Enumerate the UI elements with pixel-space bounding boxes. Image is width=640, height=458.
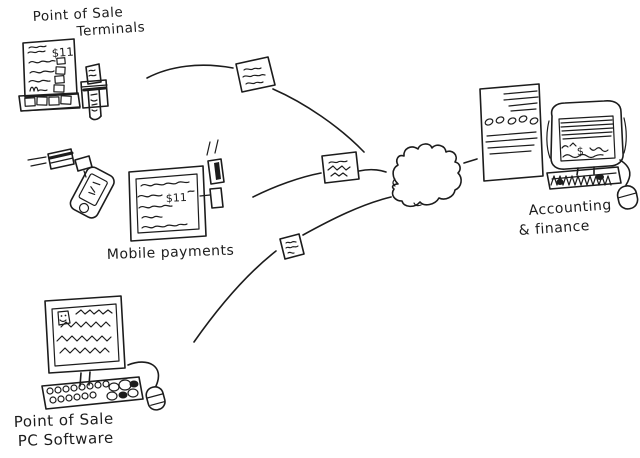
accounting-label-line1: Accounting — [528, 197, 612, 219]
card-swipe-motion-lines — [27, 156, 47, 167]
connection-cloud-to-server — [463, 158, 478, 164]
pc-mouse-icon — [127, 361, 166, 411]
pos-terminals-node: Point of Sale Terminals $11 — [18, 4, 146, 121]
crt-monitor-icon — [546, 100, 627, 176]
smartphone-icon — [69, 166, 115, 219]
receipt-printer-icon — [80, 63, 109, 121]
connection-terminals-to-cloud — [146, 64, 365, 153]
accounting-keyboard-icon — [546, 166, 622, 190]
cloud-icon — [391, 143, 462, 208]
pos-pc-software-node: Point of Sale PC Software — [14, 295, 166, 450]
card-reader-dongle-icon — [74, 155, 93, 178]
mobile-payments-node: Mobile payments $11 — [27, 139, 235, 263]
pos-terminals-label-line1: Point of Sale — [32, 4, 123, 25]
pos-pc-label-line2: PC Software — [18, 429, 114, 450]
tablet-screen-price: $11 — [165, 191, 187, 205]
accounting-label-line2: & finance — [518, 218, 590, 239]
accounting-mouse-icon — [616, 159, 639, 210]
connection-pc-to-cloud — [193, 196, 392, 343]
credit-card-icon — [47, 148, 75, 170]
accounting-monitor-symbol: $ — [576, 145, 584, 158]
document-note-icon — [321, 151, 360, 184]
pos-terminal-icon — [18, 38, 81, 112]
desktop-monitor-icon — [44, 295, 126, 387]
server-icon — [479, 83, 544, 182]
tablet-icon — [128, 165, 207, 242]
document-note-icon — [279, 233, 305, 260]
tablet-card-reader-icon — [199, 139, 225, 209]
pos-terminals-label-line2: Terminals — [75, 19, 146, 40]
pos-pc-label-line1: Point of Sale — [14, 410, 114, 431]
pc-keyboard-icon — [41, 376, 144, 410]
pos-terminal-screen-price: $11 — [51, 44, 74, 59]
mobile-payments-label: Mobile payments — [107, 243, 235, 263]
document-note-icon — [235, 56, 276, 93]
connection-tablet-to-cloud — [252, 168, 387, 198]
accounting-finance-node: Accounting & finance $ — [479, 83, 639, 239]
